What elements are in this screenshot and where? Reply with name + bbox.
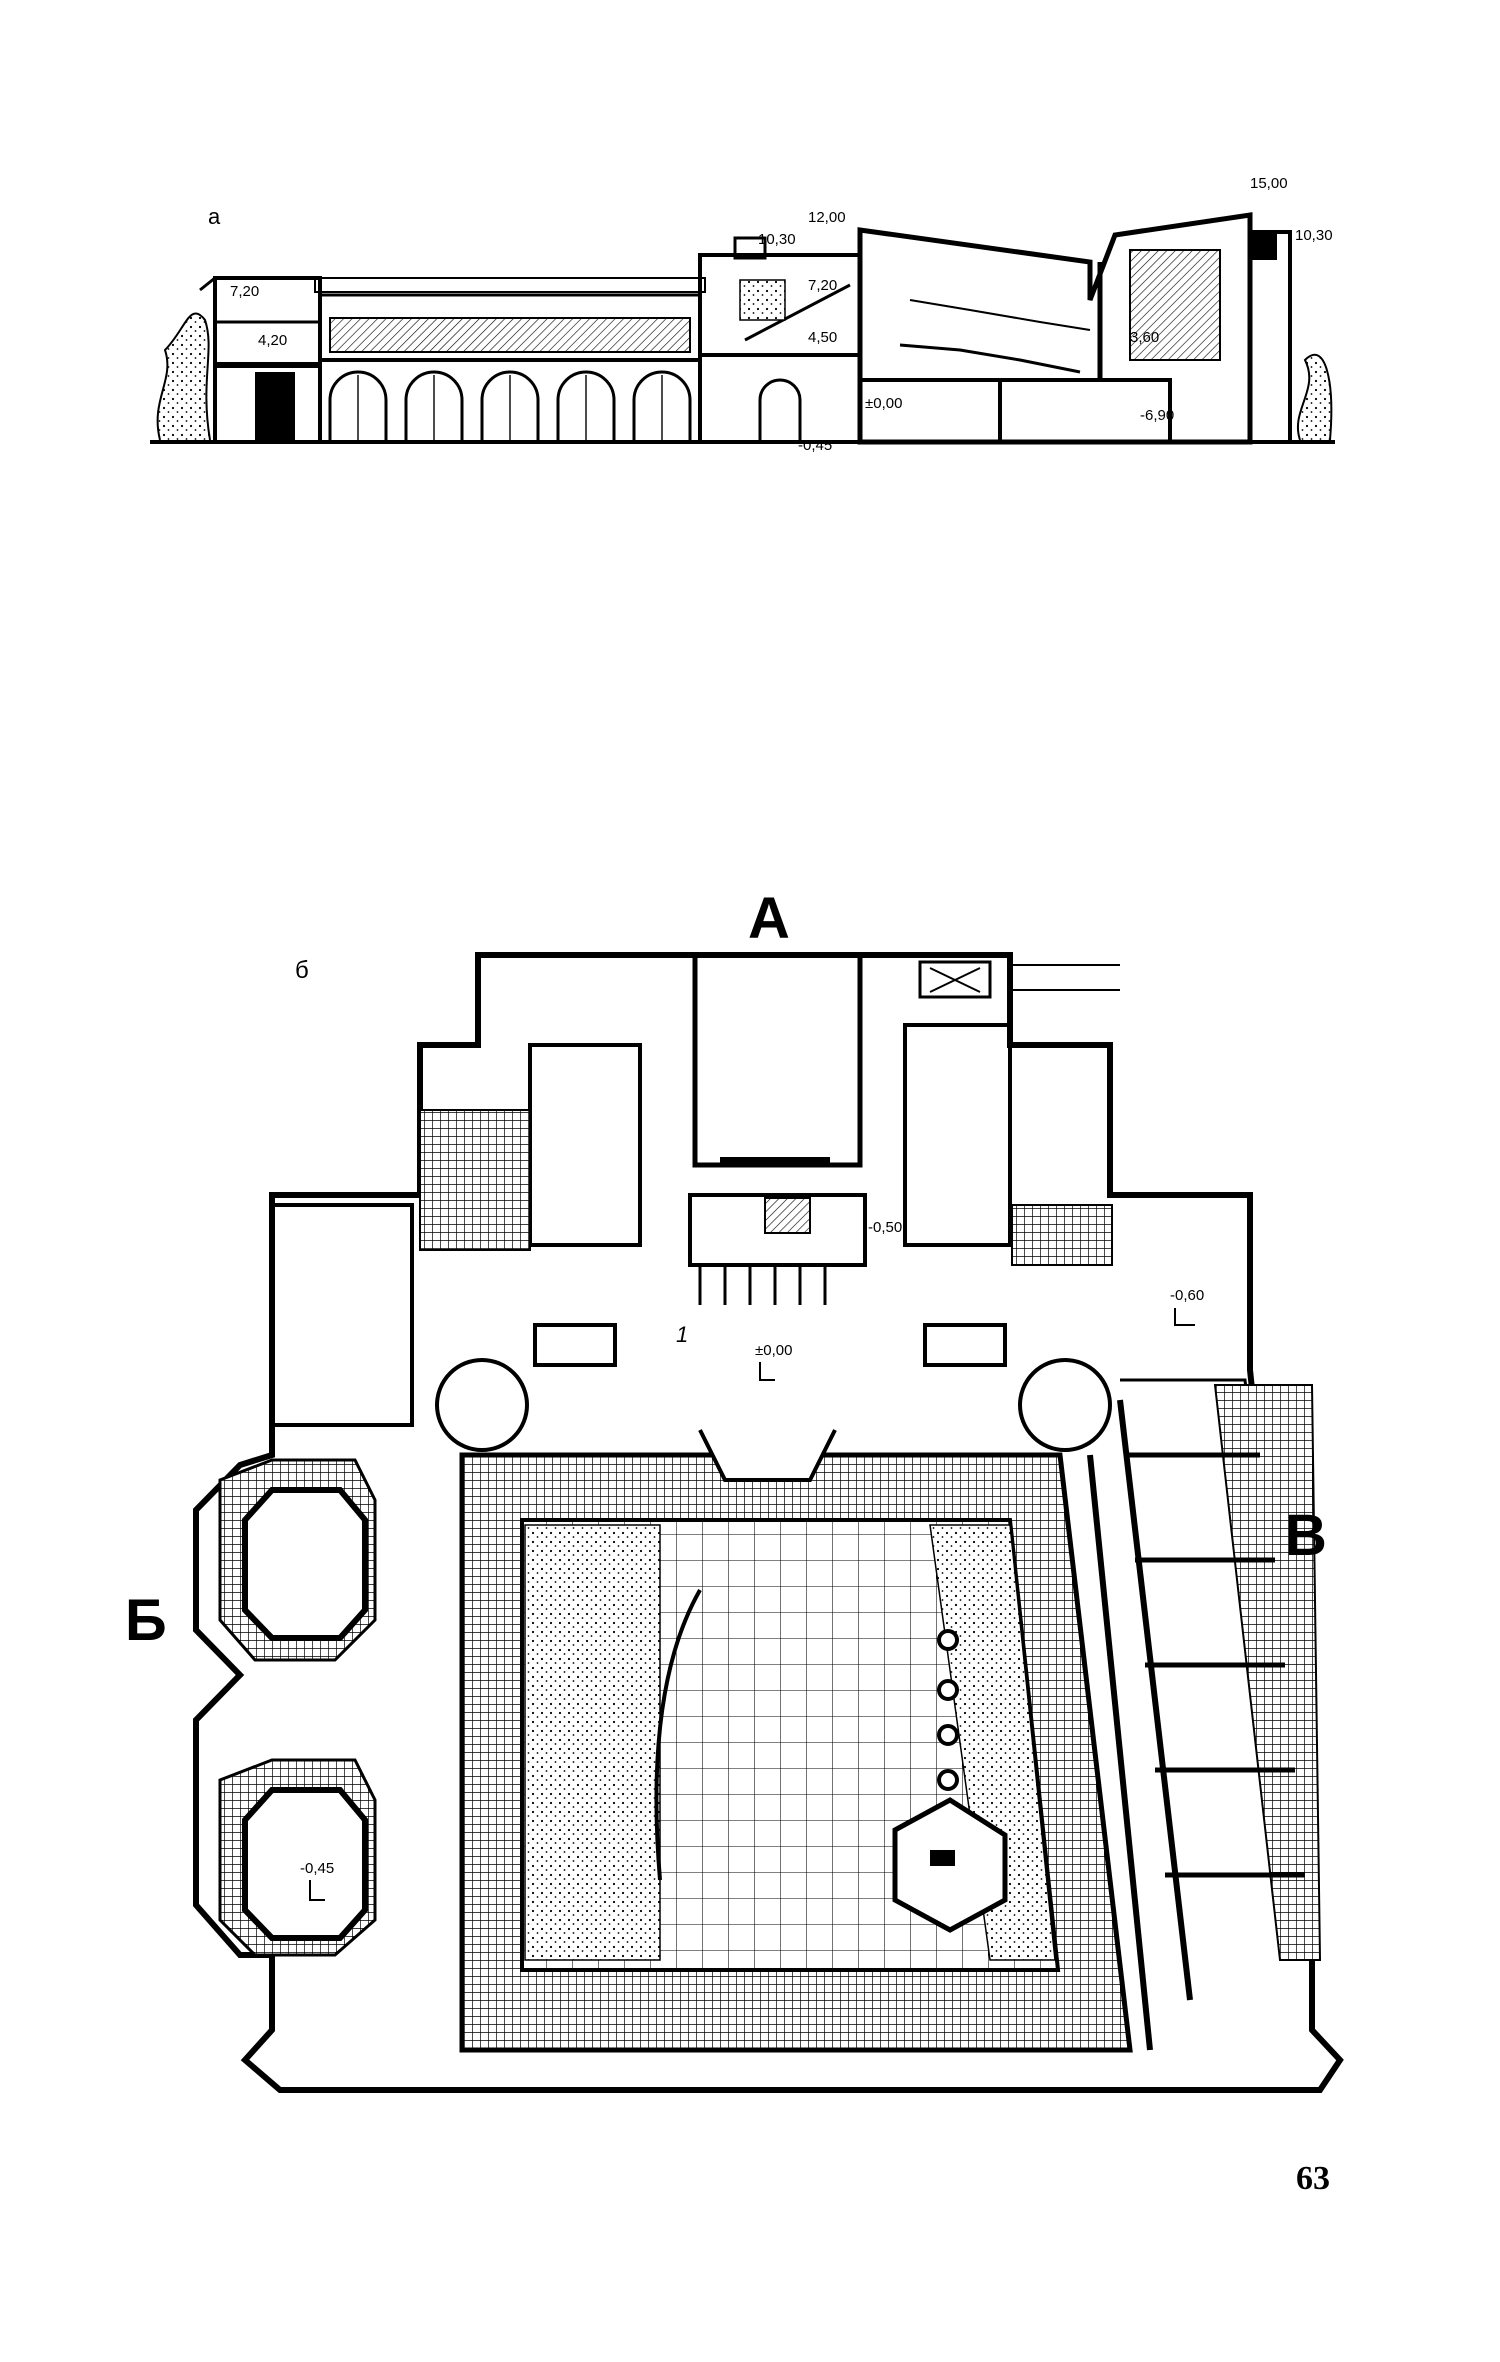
elevation-mark: 7,20 [808, 277, 837, 294]
entrance-label: В [1285, 1503, 1327, 1568]
entrance-labels: А Б В [125, 886, 1327, 1653]
plan-elevation-marks: -0,50 ±0,00 -0,60 -0,45 [300, 1219, 1204, 1877]
page-number: 63 [1296, 2160, 1330, 2197]
elevation-mark: 7,20 [230, 283, 259, 300]
elevation-mark: ±0,00 [755, 1342, 792, 1359]
section-label: а [208, 204, 221, 229]
elevation-mark: 10,30 [758, 231, 796, 248]
elevation-mark: -0,50 [868, 1219, 902, 1236]
elevation-mark: -0,60 [1170, 1287, 1204, 1304]
elevation-mark: ±0,00 [865, 395, 902, 412]
section-elevation-marks: 7,20 4,20 12,00 10,30 7,20 4,50 ±0,00 -0… [230, 175, 1333, 454]
floor-plan: б [125, 886, 1344, 2093]
elevation-mark: 4,50 [808, 329, 837, 346]
elevation-mark: 12,00 [808, 209, 846, 226]
elevation-mark: 15,00 [1250, 175, 1288, 192]
elevation-mark: 3,60 [1130, 329, 1159, 346]
room-number: 1 [676, 1322, 688, 1347]
elevation-mark: -0,45 [300, 1860, 334, 1877]
elevation-mark: -0,45 [798, 437, 832, 454]
building-section: а [150, 175, 1335, 454]
elevation-mark: -6,90 [1140, 407, 1174, 424]
entrance-label: Б [125, 1588, 167, 1653]
elevation-mark: 10,30 [1295, 227, 1333, 244]
plan-label: б [295, 957, 309, 984]
entrance-label: А [748, 886, 790, 951]
elevation-mark: 4,20 [258, 332, 287, 349]
